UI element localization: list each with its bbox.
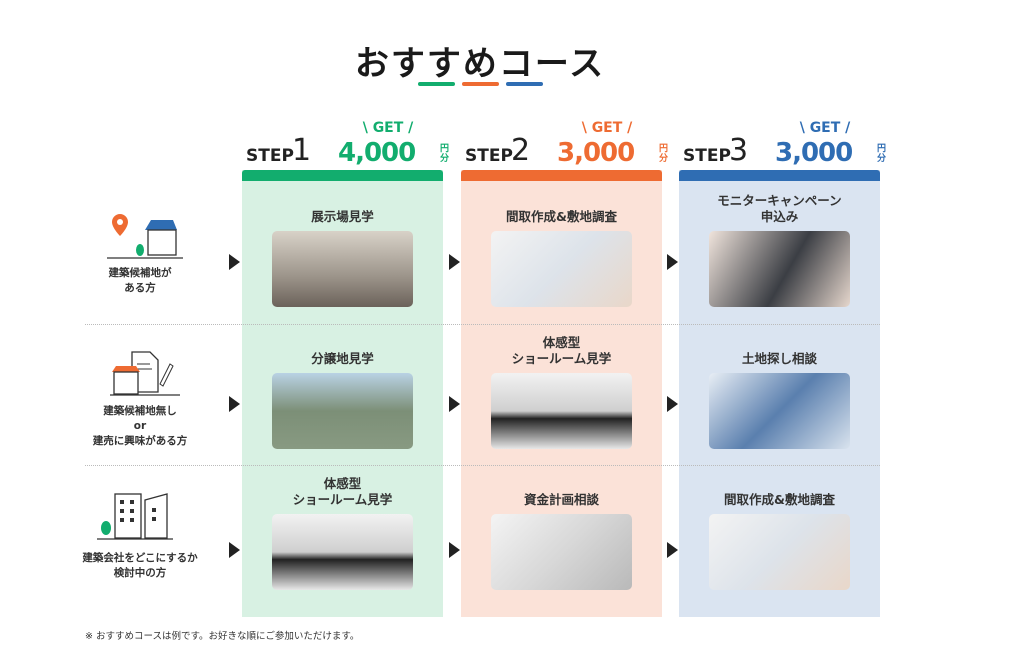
reward-amount: 3,000 xyxy=(557,138,635,168)
next-step-arrow-icon xyxy=(229,254,240,270)
row-divider xyxy=(85,324,880,325)
course-item-photo xyxy=(491,231,632,307)
get-label: \ GET / xyxy=(799,120,851,136)
course-item-title: 体感型 ショールーム見学 xyxy=(511,335,612,366)
course-item-title: 間取作成&敷地調査 xyxy=(724,492,835,507)
course-item-title: 展示場見学 xyxy=(311,209,374,224)
get-label: \ GET / xyxy=(362,120,414,136)
course-item-title: 体感型 ショールーム見学 xyxy=(292,476,393,507)
footnote: ※ おすすめコースは例です。お好きな順にご参加いただけます。 xyxy=(85,631,360,642)
row-audience-label: 建築会社をどこにするか 検討中の方 xyxy=(82,552,198,579)
step-2-column: 間取作成&敷地調査 体感型 ショールーム見学 資金計画相談 xyxy=(461,170,662,617)
step-label: STEP xyxy=(683,146,731,166)
step-1-column: 展示場見学 分譲地見学 体感型 ショールーム見学 xyxy=(242,170,443,617)
reward-amount: 3,000 xyxy=(775,138,853,168)
step-2-color-bar xyxy=(461,170,662,181)
course-item-photo xyxy=(709,514,850,590)
step-3-header: STEP 3 \ GET / 3,000 円分 xyxy=(679,120,899,170)
next-step-arrow-icon xyxy=(229,542,240,558)
step-2-header: STEP 2 \ GET / 3,000 円分 xyxy=(461,120,681,170)
row-audience-label: 建築候補地が ある方 xyxy=(108,267,172,294)
step-number: 1 xyxy=(292,133,312,168)
step-label: STEP xyxy=(465,146,513,166)
course-item-title: 土地探し相談 xyxy=(741,351,817,366)
title-underline-green xyxy=(418,82,455,86)
row-audience-label: 建築候補地無し or 建売に興味がある方 xyxy=(92,405,188,447)
title-underline-blue xyxy=(506,82,543,86)
course-item-photo xyxy=(491,514,632,590)
next-step-arrow-icon xyxy=(449,396,460,412)
get-label: \ GET / xyxy=(581,120,633,136)
reward-unit: 円分 xyxy=(877,144,887,164)
title-underline-orange xyxy=(462,82,499,86)
course-item-title: 資金計画相談 xyxy=(523,492,599,507)
buildings-icon xyxy=(97,493,173,540)
course-item-photo xyxy=(709,373,850,449)
course-item-photo xyxy=(272,514,413,590)
next-step-arrow-icon xyxy=(229,396,240,412)
step-3-color-bar xyxy=(679,170,880,181)
row-divider xyxy=(85,465,880,466)
course-item-photo xyxy=(709,231,850,307)
step-3-column: モニターキャンペーン 申込み 土地探し相談 間取作成&敷地調査 xyxy=(679,170,880,617)
course-item-title: 間取作成&敷地調査 xyxy=(506,209,617,224)
next-step-arrow-icon xyxy=(667,254,678,270)
house-with-document-icon xyxy=(110,351,180,396)
house-with-location-pin-icon xyxy=(107,214,183,259)
step-1-color-bar xyxy=(242,170,443,181)
step-label: STEP xyxy=(246,146,294,166)
reward-unit: 円分 xyxy=(659,144,669,164)
step-number: 2 xyxy=(511,133,531,168)
reward-amount: 4,000 xyxy=(338,138,416,168)
next-step-arrow-icon xyxy=(667,396,678,412)
course-item-photo xyxy=(272,373,413,449)
page-title: おすすめコース xyxy=(354,44,606,84)
course-item-photo xyxy=(491,373,632,449)
course-item-photo xyxy=(272,231,413,307)
step-1-header: STEP 1 \ GET / 4,000 円分 xyxy=(242,120,462,170)
next-step-arrow-icon xyxy=(449,542,460,558)
step-number: 3 xyxy=(729,133,749,168)
next-step-arrow-icon xyxy=(449,254,460,270)
course-item-title: モニターキャンペーン 申込み xyxy=(717,193,842,224)
next-step-arrow-icon xyxy=(667,542,678,558)
course-item-title: 分譲地見学 xyxy=(311,351,374,366)
reward-unit: 円分 xyxy=(440,144,450,164)
